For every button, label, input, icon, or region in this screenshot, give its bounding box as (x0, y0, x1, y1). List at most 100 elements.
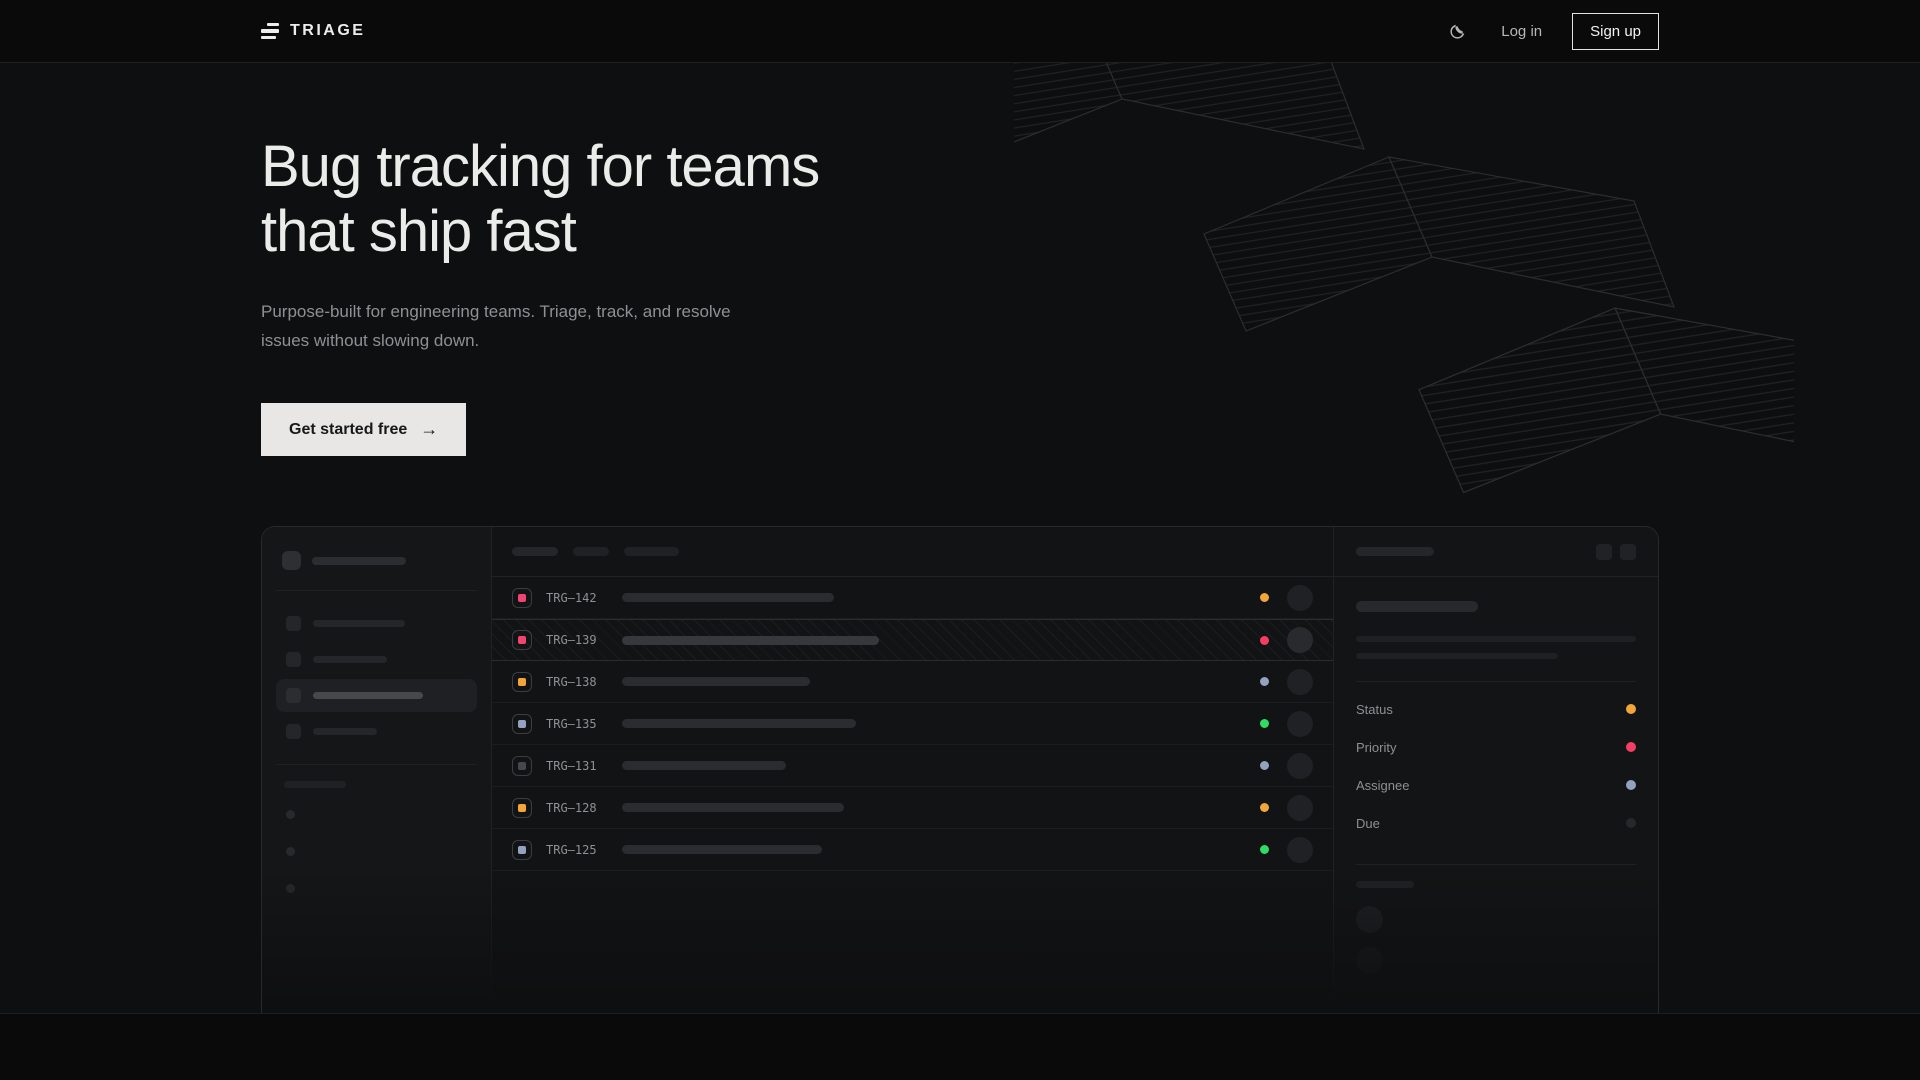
assignee-avatar (1287, 752, 1313, 779)
placeholder-issue-title (622, 803, 844, 813)
status-dot (1260, 845, 1269, 855)
issue-id: TRG–128 (546, 800, 597, 815)
signup-button[interactable]: Sign up (1572, 12, 1659, 50)
placeholder-issue-title (622, 719, 856, 729)
issue-priority-icon (512, 671, 532, 692)
divider (276, 764, 477, 766)
placeholder-line (1356, 653, 1558, 660)
triage-bars-icon (261, 23, 279, 39)
login-link[interactable]: Log in (1501, 22, 1543, 40)
get-started-button[interactable]: Get started free → (261, 403, 467, 457)
placeholder-dot (286, 847, 295, 857)
workspace-switcher[interactable] (276, 547, 477, 574)
sidebar-nav-item[interactable] (276, 607, 477, 640)
placeholder-issue-title (622, 677, 810, 687)
hero-subtitle: Purpose-built for engineering teams. Tri… (261, 301, 731, 351)
status-dot (1260, 593, 1269, 603)
hero-title-line2: that ship fast (261, 198, 577, 264)
placeholder-filter-pill[interactable] (624, 547, 679, 557)
detail-field[interactable]: Due (1356, 804, 1636, 842)
placeholder-bar (313, 692, 423, 700)
issue-row[interactable]: TRG–128 (492, 787, 1333, 830)
sidebar-nav-item[interactable] (276, 715, 477, 748)
issue-priority-icon (512, 713, 532, 734)
placeholder-filter-pill[interactable] (573, 547, 609, 557)
assignee-avatar (1287, 794, 1313, 821)
issue-row[interactable]: TRG–138 (492, 661, 1333, 704)
sidebar-nav-item-active[interactable] (276, 679, 477, 713)
assignee-avatar (1287, 836, 1313, 863)
issue-list-panel: TRG–142 TRG–139 TRG–138 TRG–135 TRG–131 (492, 527, 1333, 1013)
brand-name: TRIAGE (290, 22, 366, 39)
placeholder-section-label (1356, 881, 1414, 889)
placeholder-dot (286, 884, 295, 894)
placeholder-line (1356, 636, 1636, 643)
nav-item-icon (286, 724, 301, 740)
issue-row[interactable]: TRG–131 (492, 745, 1333, 788)
detail-field[interactable]: Status (1356, 690, 1636, 728)
placeholder-dot (286, 810, 295, 820)
nav-actions: Log in Sign up (1444, 12, 1659, 50)
detail-field-label: Assignee (1356, 777, 1410, 793)
issue-id: TRG–131 (546, 758, 597, 773)
detail-field[interactable]: Assignee (1356, 766, 1636, 804)
placeholder-bar (313, 728, 377, 736)
placeholder-issue-title (622, 845, 822, 855)
detail-body: Status Priority Assignee Due (1334, 577, 1658, 998)
detail-field-value-dot (1626, 818, 1636, 829)
hero-section: Bug tracking for teams that ship fast Pu… (0, 62, 1920, 1014)
workspace-avatar (282, 551, 301, 571)
assignee-avatar (1287, 627, 1313, 654)
placeholder-bar (312, 556, 406, 565)
detail-action-button[interactable] (1620, 543, 1636, 560)
nav-item-icon (286, 688, 301, 704)
cta-label: Get started free (289, 420, 408, 438)
assignee-avatar (1287, 710, 1313, 737)
issue-row[interactable]: TRG–135 (492, 703, 1333, 746)
placeholder-filter-pill[interactable] (512, 547, 558, 557)
slab-middle (1203, 156, 1675, 332)
app-preview-window: TRG–142 TRG–139 TRG–138 TRG–135 TRG–131 (261, 526, 1659, 1013)
placeholder-bar (313, 656, 387, 664)
detail-field-value-dot (1626, 780, 1636, 791)
arrow-right-icon: → (420, 419, 439, 440)
placeholder-section-label (284, 781, 346, 789)
detail-action-button[interactable] (1596, 543, 1612, 560)
issue-priority-icon (512, 797, 532, 818)
detail-fields: Status Priority Assignee Due (1356, 690, 1636, 842)
divider (276, 590, 477, 592)
detail-field-value-dot (1626, 742, 1636, 753)
brand-logo[interactable]: TRIAGE (261, 22, 365, 40)
placeholder-issue-title (622, 635, 879, 645)
status-dot (1260, 761, 1269, 771)
status-dot (1260, 635, 1269, 645)
issue-row[interactable]: TRG–139 (492, 619, 1333, 662)
detail-field-label: Due (1356, 815, 1380, 831)
wireframe-slabs-decoration (1014, 63, 1794, 494)
hero-title-line1: Bug tracking for teams (261, 134, 820, 199)
theme-toggle-button[interactable] (1444, 18, 1471, 45)
status-dot (1260, 719, 1269, 729)
issue-row[interactable]: TRG–142 (492, 577, 1333, 620)
detail-field-value-dot (1626, 704, 1636, 715)
issue-priority-icon (512, 839, 532, 860)
assignee-avatar (1287, 668, 1313, 695)
detail-header (1334, 527, 1658, 578)
divider (1356, 864, 1636, 866)
nav-item-icon (286, 652, 301, 668)
hero-title: Bug tracking for teams that ship fast (261, 134, 1659, 265)
status-dot (1260, 803, 1269, 813)
placeholder-bar (313, 620, 405, 628)
assignee-avatar (1287, 584, 1313, 611)
placeholder-issue-title (622, 761, 786, 771)
issue-priority-icon (512, 630, 532, 651)
moon-icon (1450, 24, 1465, 39)
issue-id: TRG–135 (546, 716, 597, 731)
sidebar-nav-item[interactable] (276, 643, 477, 676)
preview-sidebar (262, 527, 492, 1013)
issue-id: TRG–142 (546, 590, 597, 605)
divider (1356, 681, 1636, 683)
issue-row[interactable]: TRG–125 (492, 829, 1333, 872)
nav-item-icon (286, 616, 301, 632)
detail-field[interactable]: Priority (1356, 728, 1636, 766)
